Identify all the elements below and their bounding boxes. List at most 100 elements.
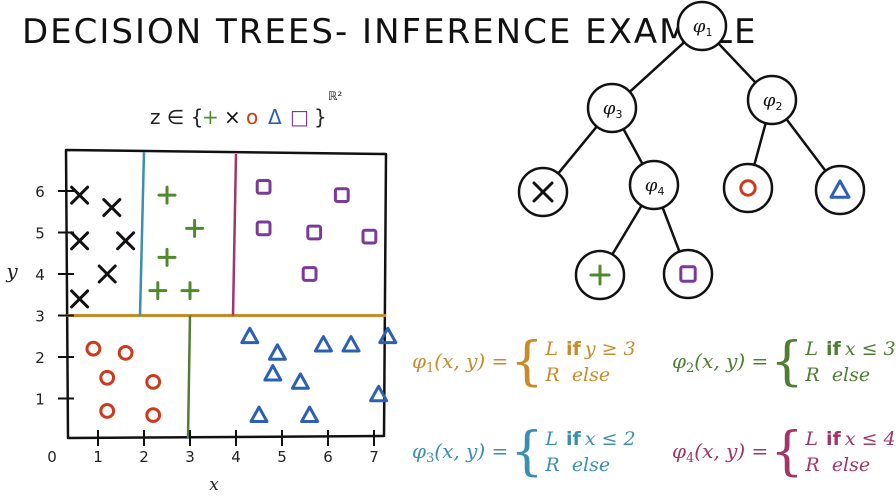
split-phi4-line — [231, 153, 238, 316]
point-square — [255, 220, 272, 237]
tree-node-leaf-plus — [574, 249, 626, 301]
y-tick-label: 6 — [35, 183, 45, 201]
y-tick-label: 2 — [35, 349, 45, 367]
x-tick-label: 7 — [369, 448, 379, 466]
point-circle — [85, 340, 102, 357]
x-tick-label: 6 — [323, 448, 333, 466]
point-plus — [180, 281, 200, 301]
node-label: φ — [763, 90, 776, 111]
y-tick-label: 1 — [35, 391, 45, 409]
set-suffix: } — [314, 105, 327, 129]
point-square — [361, 228, 378, 245]
point-cross — [70, 185, 90, 205]
point-plus — [185, 218, 205, 238]
tree-edge — [611, 204, 643, 256]
x-axis-label: x — [209, 475, 219, 495]
leaf-circle-icon — [739, 179, 757, 197]
node-label: φ — [603, 98, 616, 119]
leaf-square-icon — [679, 265, 697, 283]
point-square — [306, 224, 323, 241]
point-circle — [145, 407, 162, 424]
point-plus — [148, 281, 168, 301]
y-tick-label: 5 — [35, 225, 45, 243]
point-triangle — [290, 372, 310, 390]
point-triangle — [341, 335, 361, 353]
point-cross — [70, 231, 90, 251]
x-tick-label: 3 — [185, 448, 195, 466]
tree-node-leaf-cross — [517, 166, 569, 218]
set-space-label: ℝ² — [328, 89, 343, 103]
y-tick-label: 4 — [35, 266, 45, 284]
tree-edge — [628, 40, 686, 94]
split-phi2-line — [186, 315, 192, 439]
point-square — [301, 266, 318, 282]
node-subscript: 3 — [616, 108, 623, 121]
point-triangle — [249, 405, 269, 423]
plot-frame — [64, 148, 388, 440]
point-plus — [157, 185, 177, 205]
tree-edge — [556, 125, 599, 175]
x-tick-label: 1 — [93, 448, 103, 466]
tree-edge — [785, 117, 827, 173]
point-circle — [99, 369, 116, 386]
point-triangle — [300, 405, 320, 423]
y-tick-label: 3 — [35, 308, 45, 326]
scatter-plot: 0 1 2 3 4 5 6 7 1 2 3 4 5 6 x y — [5, 148, 398, 495]
set-symbol: o — [246, 105, 258, 129]
node-label: φ — [693, 16, 706, 37]
point-triangle — [369, 384, 389, 403]
x-tick-label: 2 — [139, 448, 149, 466]
set-prefix: z ∈ { — [150, 105, 203, 129]
set-symbol: × — [224, 105, 241, 129]
point-triangle — [378, 326, 398, 345]
set-symbol: Δ — [268, 105, 282, 129]
leaf-plus-icon — [589, 264, 611, 286]
node-subscript: 2 — [776, 100, 783, 113]
point-circle — [117, 344, 134, 361]
point-triangle — [263, 364, 283, 382]
point-square — [255, 178, 272, 195]
leaf-cross-icon — [532, 181, 554, 203]
tree-edge — [753, 121, 767, 167]
point-cross — [70, 289, 90, 309]
point-cross — [102, 198, 122, 218]
point-cross — [116, 231, 136, 251]
point-circle — [99, 403, 116, 419]
point-circle — [145, 374, 162, 390]
set-symbol: □ — [290, 105, 309, 129]
point-triangle — [313, 335, 333, 353]
tree-edge — [661, 206, 681, 253]
page-title: DECISION TREES- INFERENCE EXAMPLE — [22, 12, 758, 52]
node-subscript: 4 — [658, 185, 665, 198]
point-triangle — [267, 343, 287, 361]
tree-node-leaf-triangle — [814, 164, 866, 216]
point-plus — [157, 247, 177, 267]
node-label: φ — [645, 175, 658, 196]
tree-edge — [717, 42, 757, 84]
tree-node-leaf-circle — [722, 162, 774, 214]
x-tick-label: 0 — [47, 448, 57, 466]
x-tick-label: 4 — [231, 448, 241, 466]
x-tick-label: 5 — [277, 448, 287, 466]
leaf-triangle-icon — [829, 179, 851, 199]
node-subscript: 1 — [706, 26, 713, 39]
tree-node-leaf-square — [662, 248, 714, 300]
point-cross — [97, 264, 117, 284]
y-axis-label: y — [5, 259, 18, 283]
tree-edge — [622, 127, 644, 166]
split-phi3-line — [138, 151, 146, 316]
point-square — [333, 187, 350, 204]
set-symbol: + — [202, 105, 219, 129]
point-triangle — [240, 326, 260, 345]
